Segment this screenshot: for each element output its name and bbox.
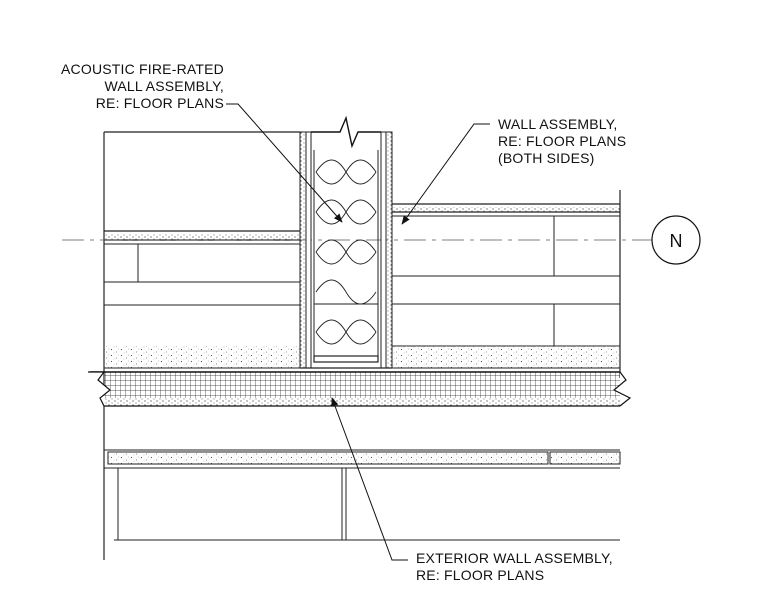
leader-acoustic bbox=[226, 103, 343, 223]
acoustic-wall bbox=[299, 115, 393, 369]
leaders bbox=[226, 103, 490, 561]
note-wall: WALL ASSEMBLY, RE: FLOOR PLANS (BOTH SID… bbox=[498, 116, 626, 166]
note-acoustic: ACOUSTIC FIRE-RATED WALL ASSEMBLY, RE: F… bbox=[61, 61, 224, 111]
note-wall-line-3: (BOTH SIDES) bbox=[498, 150, 595, 166]
exterior-wall-band bbox=[88, 371, 632, 407]
note-exterior: EXTERIOR WALL ASSEMBLY, RE: FLOOR PLANS bbox=[416, 550, 613, 583]
note-wall-line-2: RE: FLOOR PLANS bbox=[498, 133, 626, 149]
note-acoustic-line-1: ACOUSTIC FIRE-RATED bbox=[61, 61, 224, 77]
note-exterior-line-2: RE: FLOOR PLANS bbox=[416, 567, 544, 583]
note-acoustic-line-2: WALL ASSEMBLY, bbox=[104, 78, 224, 94]
grid-bubble-circle bbox=[651, 215, 701, 265]
note-wall-line-1: WALL ASSEMBLY, bbox=[498, 116, 618, 132]
slab-band bbox=[104, 346, 620, 369]
note-exterior-line-1: EXTERIOR WALL ASSEMBLY, bbox=[416, 550, 613, 566]
note-acoustic-line-3: RE: FLOOR PLANS bbox=[96, 95, 224, 111]
grid-bubble: N bbox=[651, 215, 701, 265]
leader-exterior bbox=[331, 397, 408, 561]
leader-wall bbox=[401, 123, 490, 225]
lower-structure bbox=[103, 406, 621, 560]
grid-bubble-label: N bbox=[670, 231, 683, 251]
